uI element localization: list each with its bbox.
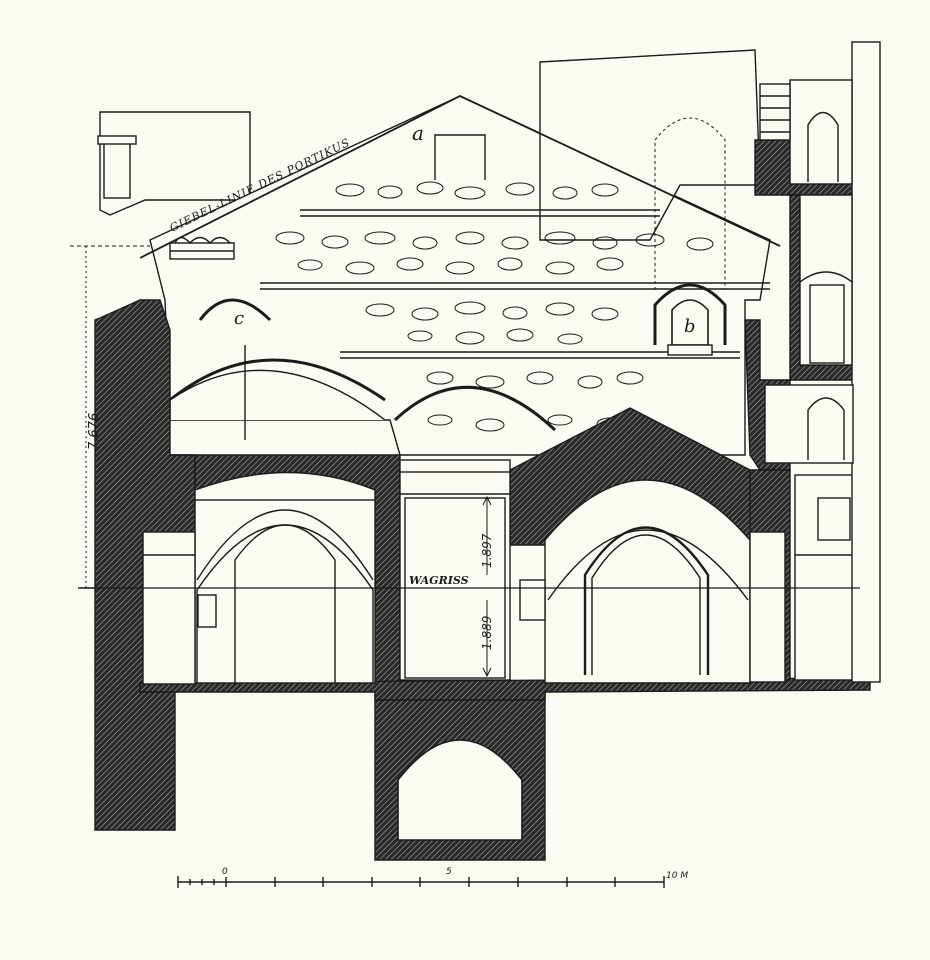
dimension-lower-label: 1.889 — [480, 616, 494, 650]
scale-mid-label: 5 — [446, 867, 452, 877]
horizontal-label: WAGRISS — [409, 574, 469, 587]
right-vaulted-chamber — [519, 479, 751, 684]
mark-b: b — [684, 316, 696, 337]
scale-bar — [177, 876, 665, 888]
pediment-gable-line — [139, 94, 781, 259]
rubble-stones — [275, 181, 714, 432]
scale-start-label: 0 — [222, 867, 228, 877]
upper-left-arch — [169, 358, 386, 402]
left-vaulted-chamber — [194, 499, 376, 684]
middle-voussoir-arch — [393, 385, 557, 432]
relieving-arch-c — [198, 298, 272, 322]
crypt-arch — [397, 739, 523, 841]
dimension-total — [70, 245, 150, 589]
right-tower — [759, 41, 881, 683]
mark-c: c — [234, 308, 244, 329]
dotted-blind-arch — [654, 117, 726, 290]
mark-a: a — [412, 121, 424, 145]
corbel-capital — [169, 236, 235, 260]
left-side-block — [142, 531, 196, 685]
upper-opening — [434, 134, 486, 180]
scale-end-label: 10 M — [666, 871, 688, 881]
dimension-door — [482, 495, 492, 678]
right-side-block — [794, 474, 854, 681]
dimension-total-label: 7.676 — [87, 413, 102, 450]
central-doorway — [399, 459, 511, 681]
window-niche-b — [653, 283, 727, 356]
dimension-upper-label: 1.897 — [480, 533, 494, 568]
